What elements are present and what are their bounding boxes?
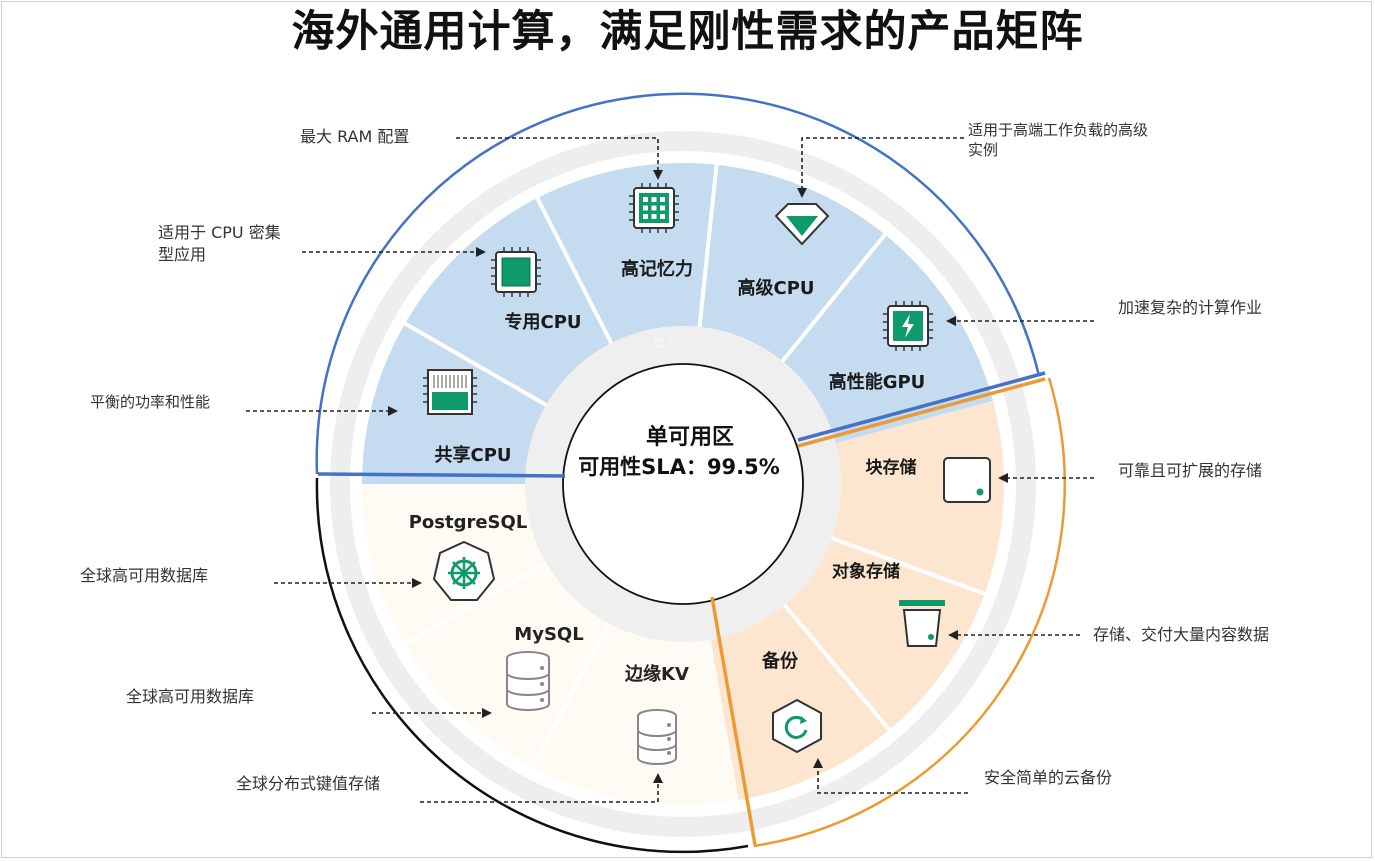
segment-separator xyxy=(781,602,893,733)
annotation-cpu-intensive: 适用于 CPU 密集 型应用 xyxy=(158,222,281,266)
compute-sector xyxy=(362,163,994,484)
shared-cpu-icon xyxy=(423,369,477,415)
kubernetes-icon xyxy=(432,540,496,601)
memory-chip-icon xyxy=(629,183,679,233)
bucket-icon xyxy=(899,600,945,647)
annotation-global-db-1: 全球高可用数据库 xyxy=(80,566,209,585)
annotation-global-db-2: 全球高可用数据库 xyxy=(126,687,255,706)
dedicated-cpu-icon xyxy=(491,247,541,297)
category-boundaries xyxy=(317,371,1046,846)
label-premium-cpu: 高级CPU xyxy=(737,277,814,299)
diamond-icon xyxy=(774,203,830,246)
arrow-high-end xyxy=(797,137,964,198)
gpu-chip-icon xyxy=(883,301,933,351)
annotation-max-ram: 最大 RAM 配置 xyxy=(300,127,410,146)
annotation-accelerate: 加速复杂的计算作业 xyxy=(1118,298,1263,317)
label-postgresql: PostgreSQL xyxy=(409,512,528,533)
kv-database-icon xyxy=(637,709,677,765)
segment-separator xyxy=(697,162,719,330)
annotation-cpu-intensive-line-1: 适用于 CPU 密集 xyxy=(158,223,281,242)
category-arcs xyxy=(315,92,1066,854)
segment-separator xyxy=(828,535,988,597)
annotation-balance: 平衡的功率和性能 xyxy=(90,393,211,411)
segment-separators xyxy=(402,162,988,771)
annotation-cpu-intensive-line-2: 型应用 xyxy=(158,245,207,264)
segment-separator xyxy=(402,320,549,408)
segment-separator xyxy=(779,231,888,365)
annotation-high-end-line-2: 实例 xyxy=(968,141,999,159)
label-gpu: 高性能GPU xyxy=(829,371,926,393)
center-title: 单可用区 xyxy=(646,425,734,450)
arrow-secure-backup xyxy=(813,758,968,794)
label-block-storage: 块存储 xyxy=(866,457,917,478)
annotation-global-kv: 全球分布式键值存储 xyxy=(236,774,381,793)
center-sla: 可用性SLA：99.5% xyxy=(578,455,780,479)
segment-separator xyxy=(402,560,549,648)
label-high-memory: 高记忆力 xyxy=(621,258,693,280)
block-storage-icon xyxy=(943,457,991,503)
arrow-global-kv xyxy=(420,773,663,803)
annotation-high-end-line-1: 适用于高端工作负载的高级 xyxy=(968,121,1149,139)
label-shared-cpu: 共享CPU xyxy=(434,444,511,466)
database-icon xyxy=(506,651,550,711)
connector-arrows xyxy=(246,137,1094,803)
label-object-storage: 对象存储 xyxy=(832,561,900,582)
backup-icon xyxy=(772,698,822,754)
label-mysql: MySQL xyxy=(514,624,583,645)
inner-ring xyxy=(525,326,841,642)
annotation-deliver-content: 存储、交付大量内容数据 xyxy=(1093,625,1270,644)
segment-separator xyxy=(534,195,614,346)
annotation-high-end: 适用于高端工作负载的高级 实例 xyxy=(968,120,1148,160)
label-backup: 备份 xyxy=(761,650,799,672)
page-title: 海外通用计算，满足刚性需求的产品矩阵 xyxy=(291,7,1084,57)
segment-separator xyxy=(529,620,612,771)
label-dedicated-cpu: 专用CPU xyxy=(504,311,581,333)
storage-sector xyxy=(710,400,1005,801)
label-edge-kv: 边缘KV xyxy=(624,664,689,685)
annotation-secure-backup: 安全简单的云备份 xyxy=(984,768,1113,787)
annotation-reliable-storage: 可靠且可扩展的存储 xyxy=(1118,461,1263,480)
svg-text:加工: 加工 xyxy=(653,336,677,350)
